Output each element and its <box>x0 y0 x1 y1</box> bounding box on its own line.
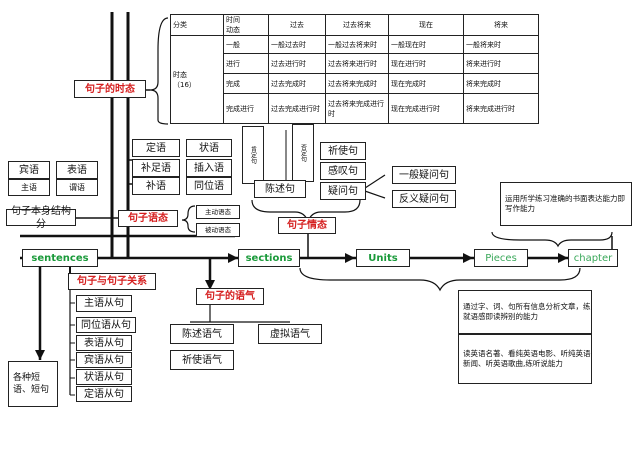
table-cell: 过去完成时 <box>268 73 326 94</box>
arrow-mood-down <box>205 280 215 290</box>
title-relation: 句子与句子关系 <box>68 273 156 290</box>
box-affirmative: 肯定句 <box>242 126 264 184</box>
table-cell: 将来完成时 <box>463 73 539 94</box>
varieties-text: 各种短语、短句 <box>13 373 50 395</box>
header-past-future: 过去将来 <box>325 14 389 36</box>
clause-object: 宾语从句 <box>76 352 132 368</box>
box-predicative: 表语 <box>56 161 98 179</box>
note-listening-text: 读英语名著、看纯英语电影、听纯英语新闻、听英语歌曲,练听说能力 <box>463 349 591 368</box>
arrow-chapter <box>558 253 568 263</box>
box-attributive: 定语 <box>132 139 180 157</box>
box-adverbial: 状语 <box>186 139 232 157</box>
arrow-pieces <box>463 253 473 263</box>
title-mood-feeling: 句子情态 <box>278 217 336 234</box>
header-category: 分类 <box>170 14 224 36</box>
table-row: 一般 <box>223 35 269 54</box>
note-writing-text: 运用所学练习准确的书面表达能力即写作能力 <box>505 194 625 213</box>
header-past: 过去 <box>268 14 326 36</box>
table-cell: 过去完成进行时 <box>268 93 326 124</box>
title-tense: 句子的时态 <box>74 80 146 98</box>
box-object: 宾语 <box>8 161 50 179</box>
box-imperative: 祈使句 <box>320 142 366 160</box>
table-cell: 过去将来完成时 <box>325 73 389 94</box>
title-voice: 句子语态 <box>118 210 178 227</box>
box-passive-voice: 被动语态 <box>196 223 240 237</box>
box-general-question: 一般疑问句 <box>392 166 456 184</box>
box-structure: 句子本身结构分 <box>6 206 76 230</box>
note-listening: 读英语名著、看纯英语电影、听纯英语新闻、听英语歌曲,练听说能力 <box>458 334 592 384</box>
box-negative: 否定句 <box>292 124 314 182</box>
node-sections: sections <box>238 249 300 267</box>
mood-subjunctive: 虚拟语气 <box>258 324 322 344</box>
table-cell: 一般现在时 <box>388 35 464 54</box>
box-complement: 补语 <box>132 177 180 195</box>
table-cell: 将来完成进行时 <box>463 93 539 124</box>
arrow-units <box>345 253 355 263</box>
table-row: 完成进行 <box>223 93 269 124</box>
note-writing: 运用所学练习准确的书面表达能力即写作能力 <box>500 182 632 226</box>
box-alternative-question: 反义疑问句 <box>392 190 456 208</box>
tense-table: 分类 时间动态 过去 过去将来 现在 将来 时态（16） 一般 一般过去时 一般… <box>170 14 539 124</box>
mood-imperative: 祈使语气 <box>170 350 234 370</box>
affirmative-label: 肯定句 <box>249 146 257 164</box>
clause-attributive: 定语从句 <box>76 386 132 402</box>
node-units: Units <box>356 249 410 267</box>
arrow-clauses-down <box>35 350 45 360</box>
box-exclamatory: 感叹句 <box>320 162 366 180</box>
header-time-motion: 时间动态 <box>223 14 269 36</box>
table-row: 进行 <box>223 53 269 74</box>
arrow-sections <box>228 253 238 263</box>
header-future: 将来 <box>463 14 539 36</box>
node-sentences: sentences <box>22 249 98 267</box>
table-cell: 现在完成进行时 <box>388 93 464 124</box>
node-pieces: Pieces <box>474 249 528 267</box>
table-cell: 一般过去将来时 <box>325 35 389 54</box>
box-object-complement: 补足语 <box>132 159 180 177</box>
box-appositive: 同位语 <box>186 177 232 195</box>
box-declarative: 陈述句 <box>254 180 306 198</box>
node-chapter: chapter <box>568 249 618 267</box>
table-cell: 过去将来完成进行时 <box>325 93 389 124</box>
box-predicate: 谓语 <box>56 179 98 196</box>
negative-label: 否定句 <box>299 144 307 162</box>
table-cell: 现在完成时 <box>388 73 464 94</box>
box-varieties: 各种短语、短句 <box>8 361 58 407</box>
mood-declarative: 陈述语气 <box>170 324 234 344</box>
table-cell: 过去将来进行时 <box>325 53 389 74</box>
tense-side-label: 时态（16） <box>170 35 224 124</box>
title-mood: 句子的语气 <box>196 288 264 305</box>
clause-predicative: 表语从句 <box>76 335 132 351</box>
table-cell: 将来进行时 <box>463 53 539 74</box>
clause-appositive: 同位语从句 <box>76 317 136 333</box>
table-row: 完成 <box>223 73 269 94</box>
note-reading-text: 通过字、词、句所有信息分析文章，练就语感即读辨别的能力 <box>463 302 591 321</box>
box-parenthesis: 插入语 <box>186 159 232 177</box>
header-present: 现在 <box>388 14 464 36</box>
box-active-voice: 主动语态 <box>196 205 240 219</box>
box-subject: 主语 <box>8 179 50 196</box>
table-cell: 一般将来时 <box>463 35 539 54</box>
note-reading: 通过字、词、句所有信息分析文章，练就语感即读辨别的能力 <box>458 290 592 334</box>
clause-subject: 主语从句 <box>76 295 132 312</box>
table-cell: 现在进行时 <box>388 53 464 74</box>
table-cell: 一般过去时 <box>268 35 326 54</box>
box-interrogative: 疑问句 <box>320 182 366 200</box>
clause-adverbial: 状语从句 <box>76 369 132 385</box>
table-cell: 过去进行时 <box>268 53 326 74</box>
